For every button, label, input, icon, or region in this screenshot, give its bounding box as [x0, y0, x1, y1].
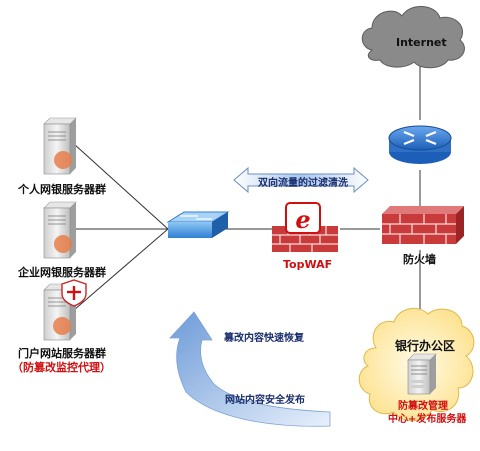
- server-1-label: 个人网银服务器群: [18, 183, 106, 196]
- traffic-label: 双向流量的过滤清洗: [258, 178, 348, 189]
- switch-icon: [166, 211, 230, 238]
- management-server-icon: [407, 353, 437, 395]
- waf-icon: e: [272, 202, 338, 252]
- server-1-icon: [43, 117, 77, 175]
- server-2-icon: [43, 201, 77, 259]
- internet-cloud-icon: [361, 6, 465, 69]
- server-2-label: 企业网银服务器群: [18, 266, 106, 279]
- firewall-icon: [382, 206, 464, 244]
- office-center-line2: 中心+发布服务器: [388, 414, 467, 425]
- waf-label: TopWAF: [283, 258, 333, 271]
- svg-text:e: e: [295, 205, 310, 234]
- recover-flow-label: 篡改内容快速恢复: [224, 333, 304, 344]
- shield-icon: [61, 279, 87, 307]
- office-center-line1: 防篡改管理: [398, 401, 448, 412]
- router-icon: [388, 125, 452, 164]
- connection-lines: [73, 62, 421, 318]
- server-3-label: 门户网站服务器群: [18, 347, 106, 360]
- internet-label: Internet: [396, 36, 447, 49]
- office-label: 银行办公区: [395, 339, 456, 353]
- traffic-arrow-icon: [233, 166, 369, 194]
- curved-flow-arrow-icon: [169, 311, 331, 427]
- publish-flow-label: 网站内容安全发布: [225, 395, 305, 406]
- firewall-label: 防火墙: [403, 253, 436, 266]
- server-3-sublabel: （防篡改监控代理）: [12, 361, 111, 374]
